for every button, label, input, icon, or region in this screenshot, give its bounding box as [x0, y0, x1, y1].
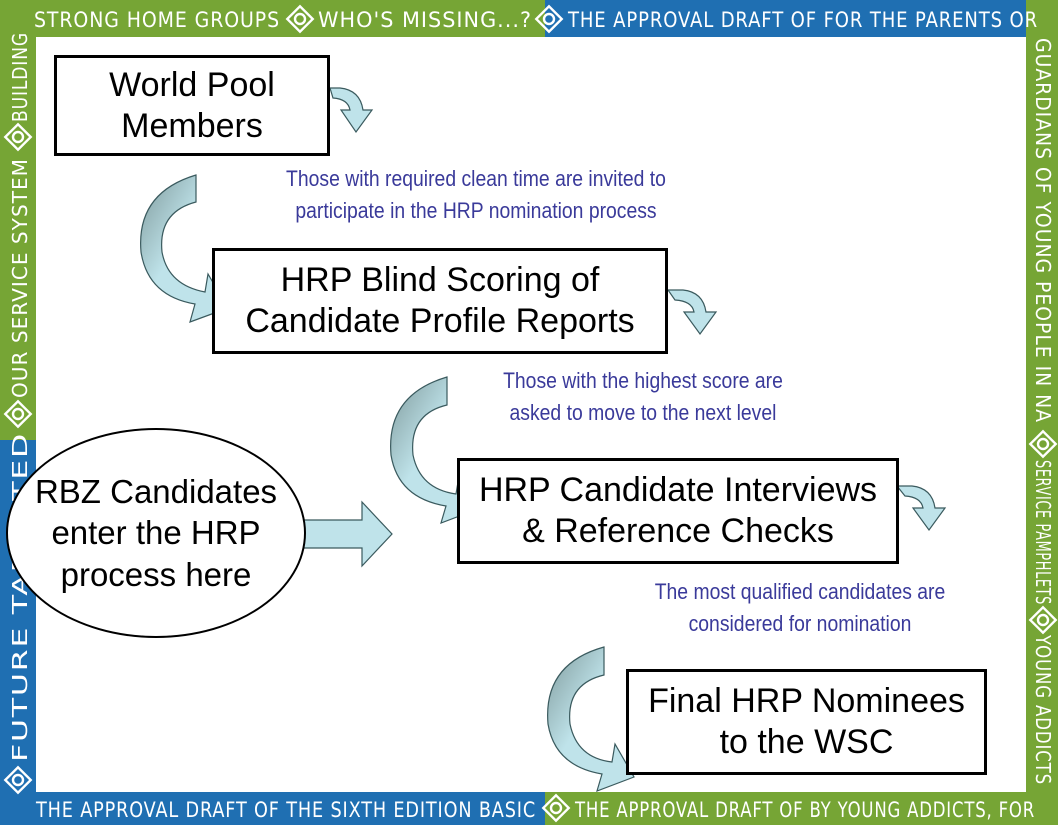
interviews-box: HRP Candidate Interviews & Reference Che… — [457, 458, 899, 564]
rbz-candidates-oval: RBZ Candidates enter the HRP process her… — [6, 428, 306, 638]
curved-arrow-icon — [140, 174, 229, 323]
border-text-left-top: BUILDING — [8, 32, 32, 122]
interviews-line-1: HRP Candidate Interviews — [478, 471, 878, 510]
bent-arrow-icon — [895, 485, 947, 532]
border-text-top-mid: WHO'S MISSING...? — [318, 8, 532, 32]
diamond-emblem-icon — [1028, 605, 1058, 635]
world-pool-box: World Pool Members — [54, 55, 330, 156]
blind-scoring-line-1: HRP Blind Scoring of — [280, 261, 600, 300]
clean-time-line-1: Those with required clean time are invit… — [286, 166, 666, 191]
interviews-line-2: & Reference Checks — [522, 512, 834, 550]
diamond-emblem-icon — [3, 399, 33, 429]
diamond-emblem-icon — [285, 4, 315, 34]
oval-line-1: RBZ Candidates — [34, 473, 278, 511]
highest-score-line-2: asked to move to the next level — [509, 399, 777, 425]
bent-arrow-icon — [329, 87, 374, 134]
curved-arrow-icon — [547, 646, 635, 792]
diamond-emblem-icon — [534, 4, 564, 34]
border-text-top-right: THE APPROVAL DRAFT OF FOR THE PARENTS OR — [567, 8, 1038, 32]
qualified-note: The most qualified candidates are consid… — [589, 576, 1011, 640]
diagram-canvas — [36, 37, 1026, 792]
qualified-line-1: The most qualified candidates are — [654, 579, 946, 604]
nominees-line-2: to the WSC — [719, 723, 894, 761]
diamond-emblem-icon — [3, 765, 33, 795]
clean-time-line-2: participate in the HRP nomination proces… — [295, 197, 657, 223]
border-text-left-mid: OUR SERVICE SYSTEM — [8, 158, 32, 398]
oval-line-3: process here — [60, 555, 252, 593]
diamond-emblem-icon — [541, 793, 571, 823]
clean-time-note: Those with required clean time are invit… — [230, 163, 723, 227]
world-pool-line-2: Members — [121, 106, 263, 145]
oval-line-2: enter the HRP — [51, 514, 261, 552]
qualified-line-2: considered for nomination — [688, 610, 912, 636]
blind-scoring-box: HRP Blind Scoring of Candidate Profile R… — [212, 248, 668, 354]
nominees-line-1: Final HRP Nominees — [648, 682, 965, 721]
nominees-box: Final HRP Nominees to the WSC — [626, 669, 987, 775]
bent-arrow-icon — [666, 289, 718, 336]
diamond-emblem-icon — [3, 122, 33, 152]
border-text-right-upper: GUARDIANS OF YOUNG PEOPLE IN NA — [1031, 38, 1055, 423]
world-pool-line-1: World Pool — [109, 65, 275, 104]
border-text-right-lower: SERVICE PAMPHLETS — [1031, 460, 1055, 605]
diamond-emblem-icon — [1028, 429, 1058, 459]
border-text-bottom-left: THE APPROVAL DRAFT OF THE SIXTH EDITION … — [35, 798, 536, 822]
highest-score-note: Those with the highest score are asked t… — [436, 365, 850, 429]
border-text-top-left: STRONG HOME GROUPS — [34, 8, 280, 32]
blind-scoring-line-2: Candidate Profile Reports — [245, 302, 635, 340]
highest-score-line-1: Those with the highest score are — [503, 368, 783, 393]
border-text-bottom-right: THE APPROVAL DRAFT OF BY YOUNG ADDICTS, … — [574, 798, 1035, 822]
border-text-right-bottom: YOUNG ADDICTS — [1031, 634, 1055, 785]
curved-arrow-icon — [390, 376, 479, 524]
